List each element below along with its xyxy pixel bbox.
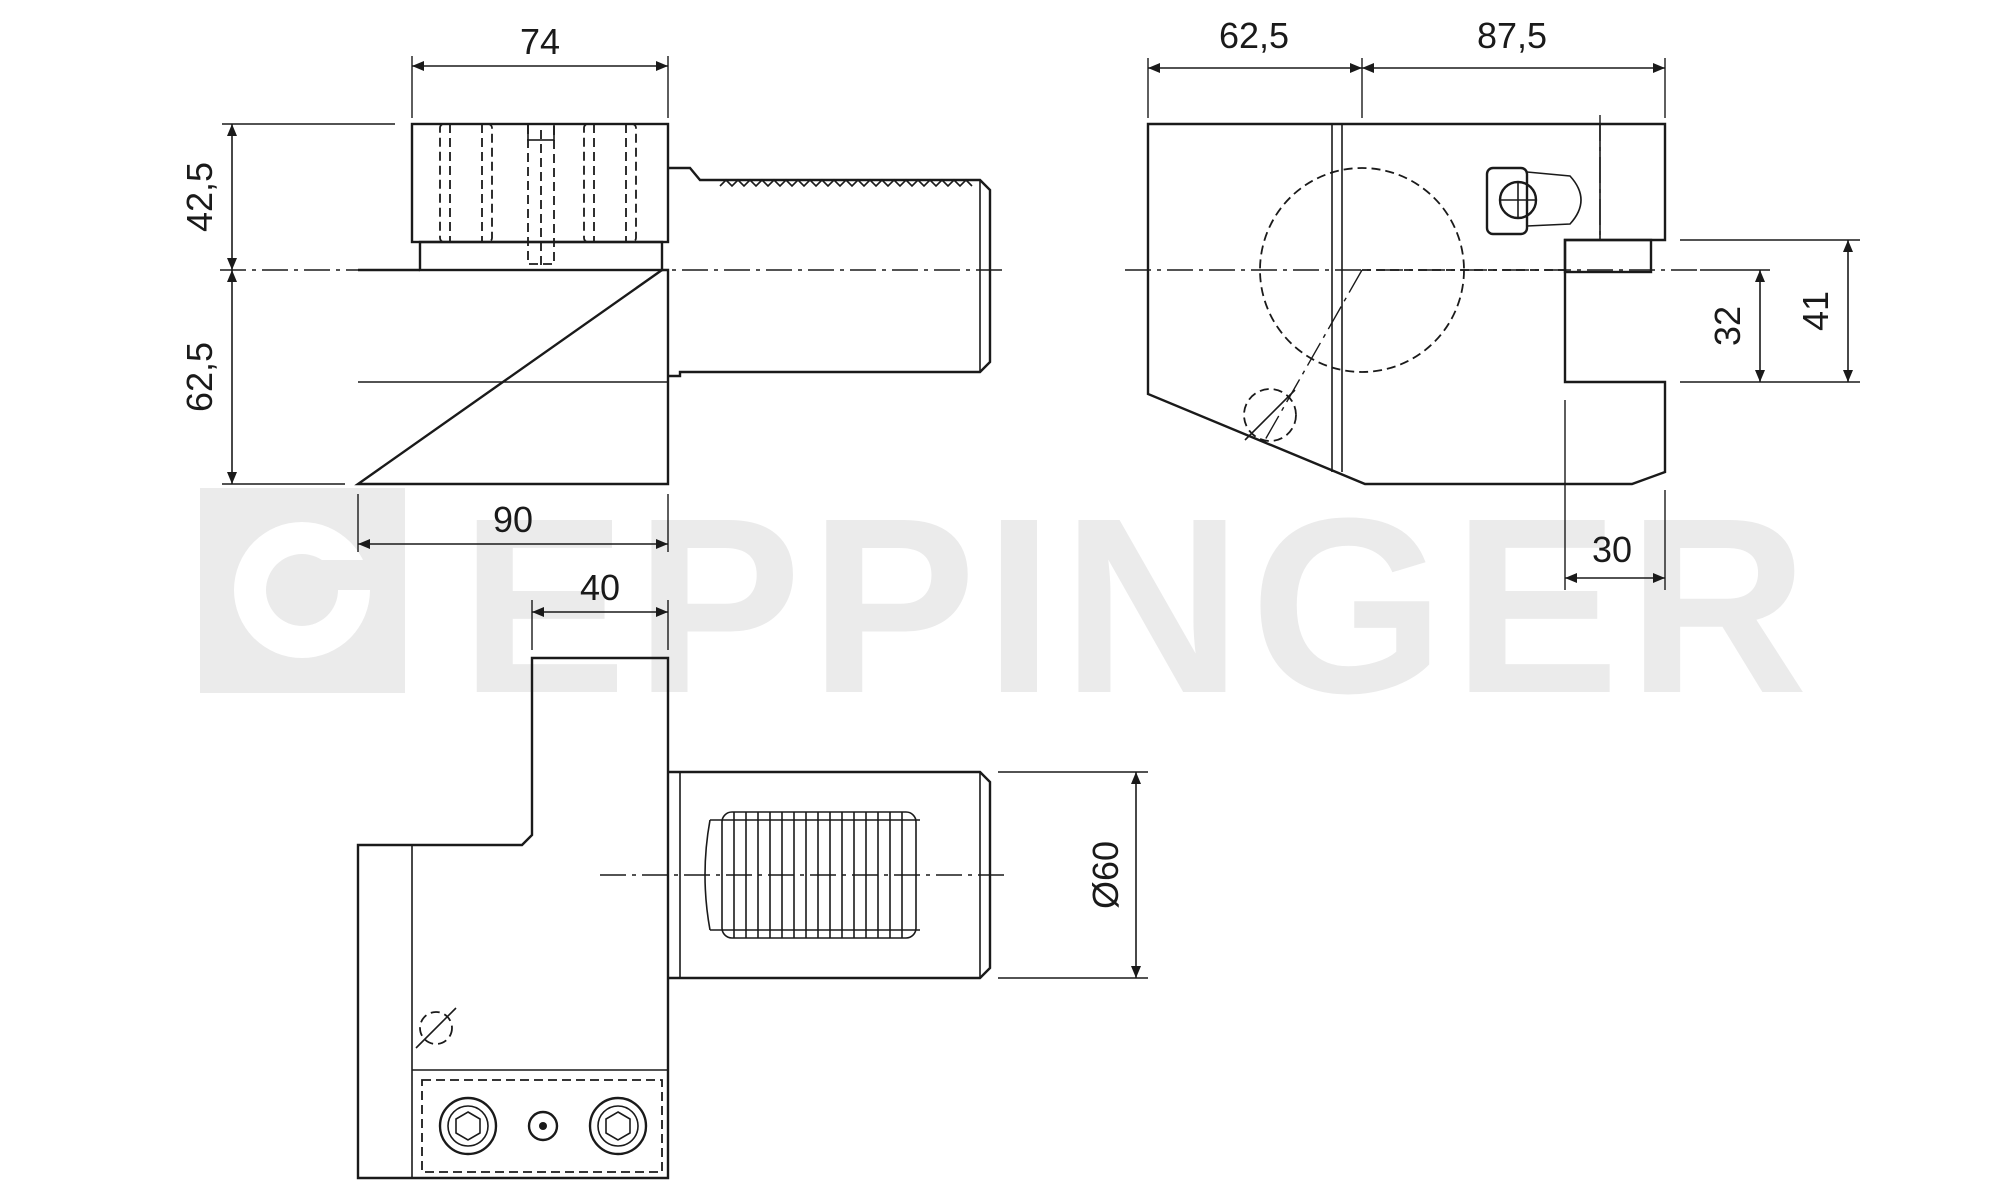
- socket-screw: [588, 1096, 648, 1156]
- tool-body: [354, 268, 670, 486]
- dim-slot-height-outer: 41: [1795, 291, 1836, 331]
- hidden-screw: [439, 123, 493, 243]
- top-view: 40 Ø60: [356, 567, 1148, 1180]
- front-body: [1146, 122, 1667, 486]
- side-view: 74 42,5 62,5 90: [179, 21, 1005, 552]
- dim-top-width: 74: [520, 21, 560, 62]
- socket-screw: [438, 1096, 498, 1156]
- clamp-screw-head: [1485, 166, 1529, 236]
- clamp-jaw: [1563, 238, 1653, 274]
- dim-shank-diameter: Ø60: [1085, 841, 1126, 909]
- dim-left-upper-height: 42,5: [179, 162, 220, 232]
- serration: [719, 178, 973, 188]
- hidden-screw: [583, 123, 637, 243]
- front-view: 62,5 87,5 32 41 30: [1125, 15, 1860, 590]
- dim-right-right-width: 87,5: [1477, 15, 1547, 56]
- eppinger-logo: [200, 488, 405, 693]
- dim-bottom-width: 90: [493, 499, 533, 540]
- dim-offset-width: 40: [580, 567, 620, 608]
- clamp-rail: [421, 1079, 663, 1173]
- dim-slot-height-inner: 32: [1707, 306, 1748, 346]
- dim-left-lower-height: 62,5: [179, 342, 220, 412]
- watermark-text: EPPINGER: [460, 466, 1816, 745]
- center-pin: [527, 1110, 559, 1142]
- shank: [668, 166, 992, 378]
- dim-right-left-width: 62,5: [1219, 15, 1289, 56]
- top-body: [356, 656, 670, 1180]
- dim-slot-width: 30: [1592, 529, 1632, 570]
- watermark: EPPINGER: [200, 466, 1816, 745]
